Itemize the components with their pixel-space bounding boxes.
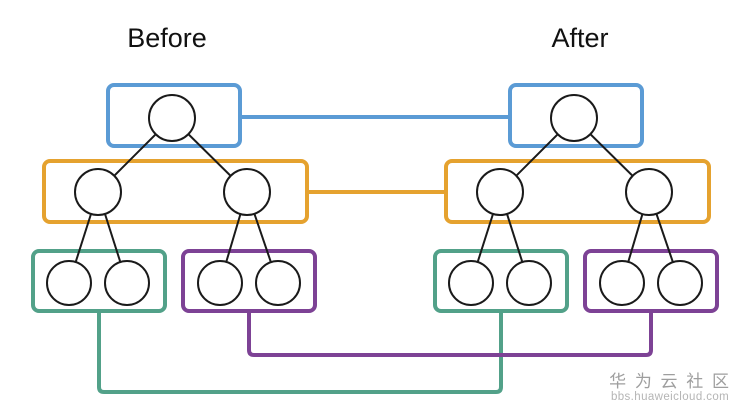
- connector-left-leaf-link: [97, 311, 503, 394]
- connector-right-leaf-link: [247, 311, 653, 357]
- before-node-circle: [255, 260, 301, 306]
- after-title: After: [551, 23, 609, 53]
- after-node-circle: [599, 260, 645, 306]
- after-node-circle: [657, 260, 703, 306]
- after-node-circle: [625, 168, 673, 216]
- before-node-circle: [197, 260, 243, 306]
- before-node-circle: [74, 168, 122, 216]
- before-node-circle: [46, 260, 92, 306]
- after-node-circle: [476, 168, 524, 216]
- watermark: 华 为 云 社 区 bbs.huaweicloud.com: [609, 372, 731, 404]
- before-node-circle: [223, 168, 271, 216]
- watermark-site-url: bbs.huaweicloud.com: [610, 391, 730, 403]
- after-node-circle: [506, 260, 552, 306]
- watermark-community-name: 华 为 云 社 区: [609, 372, 731, 391]
- after-node-circle: [448, 260, 494, 306]
- before-node-circle: [148, 94, 196, 142]
- after-node-circle: [550, 94, 598, 142]
- before-title: Before: [127, 23, 207, 53]
- before-node-circle: [104, 260, 150, 306]
